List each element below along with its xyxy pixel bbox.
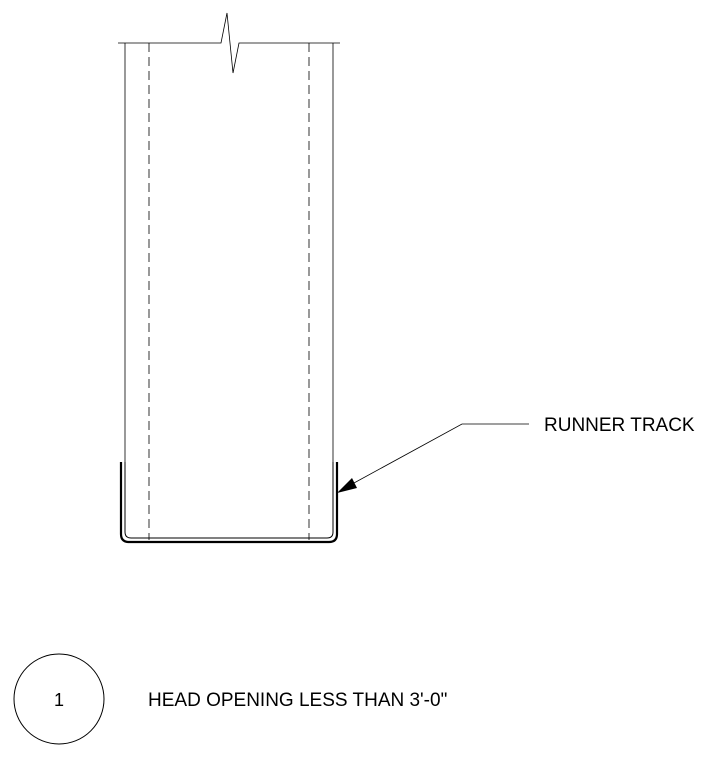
runner-track-leader xyxy=(342,423,529,490)
detail-number: 1 xyxy=(54,690,64,710)
runner-track xyxy=(119,462,339,544)
break-line xyxy=(118,12,340,74)
detail-title: HEAD OPENING LESS THAN 3'-0" xyxy=(148,690,447,711)
runner-track-inner-edge xyxy=(124,462,334,539)
leader-arrowhead xyxy=(337,478,357,493)
detail-number-bubble xyxy=(13,653,105,745)
runner-track-label: RUNNER TRACK xyxy=(544,415,695,436)
